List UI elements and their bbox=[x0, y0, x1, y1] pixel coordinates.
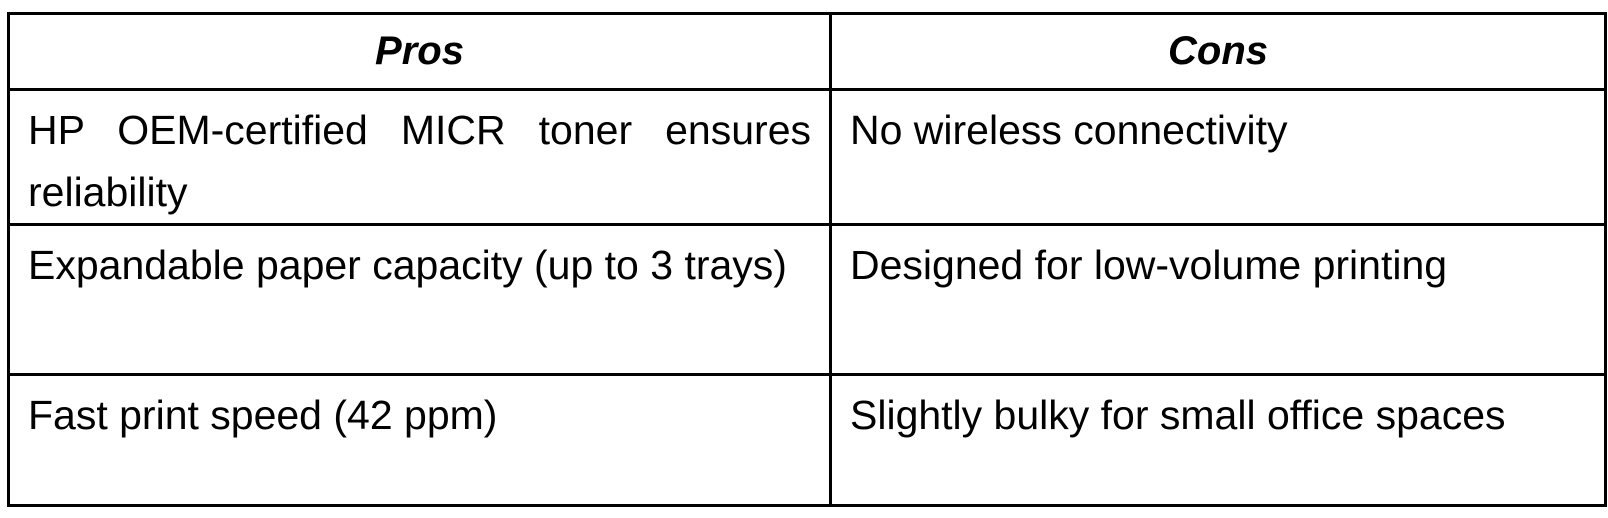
con-cell: Designed for low-volume printing bbox=[829, 223, 1607, 376]
table-row: HP OEM-certified MICR toner ensures reli… bbox=[7, 88, 1607, 226]
pros-cons-container: Pros Cons HP OEM-certified MICR toner en… bbox=[7, 12, 1607, 507]
pro-cell: HP OEM-certified MICR toner ensures reli… bbox=[7, 88, 832, 226]
header-pros: Pros bbox=[7, 12, 832, 91]
header-cons: Cons bbox=[829, 12, 1607, 91]
pros-cons-table: Pros Cons HP OEM-certified MICR toner en… bbox=[7, 12, 1607, 507]
pro-cell: Fast print speed (42 ppm) bbox=[7, 373, 832, 507]
table-header-row: Pros Cons bbox=[7, 12, 1607, 91]
table-row: Expandable paper capacity (up to 3 trays… bbox=[7, 223, 1607, 376]
con-cell: No wireless connectivity bbox=[829, 88, 1607, 226]
con-cell: Slightly bulky for small office spaces bbox=[829, 373, 1607, 507]
pro-cell: Expandable paper capacity (up to 3 trays… bbox=[7, 223, 832, 376]
table-row: Fast print speed (42 ppm) Slightly bulky… bbox=[7, 373, 1607, 507]
